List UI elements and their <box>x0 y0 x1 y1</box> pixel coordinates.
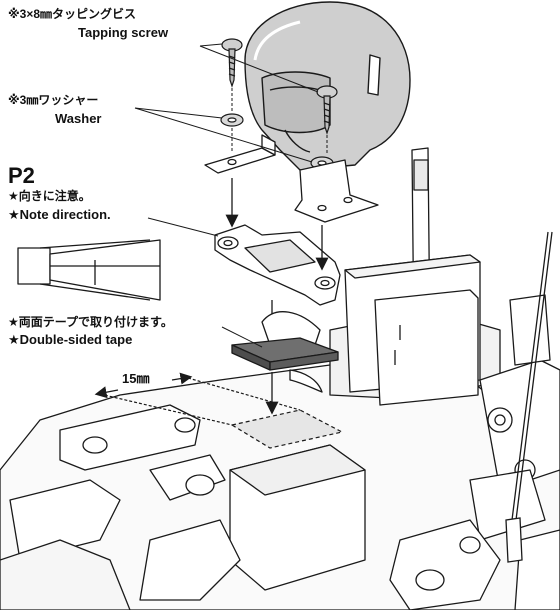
tape-label-jp: ★両面テープで取り付けます。 <box>8 315 173 329</box>
dimension-label: 15㎜ <box>122 371 150 386</box>
tape-mount-area <box>230 409 344 449</box>
leader-lines <box>134 43 319 348</box>
direction-inset-diagram <box>17 239 161 301</box>
dimension-15mm <box>94 372 301 426</box>
washer-label-en: Washer <box>55 111 102 126</box>
screw-axis-lines <box>231 88 328 155</box>
p2-mount-plate <box>214 224 341 306</box>
helmet-bracket-right <box>294 159 379 223</box>
note-direction-label-en: ★Note direction. <box>8 207 111 222</box>
chassis-body <box>0 147 560 611</box>
tapping-screw-label-jp: ※3×8㎜タッピングビス <box>8 7 137 21</box>
antenna-wire <box>505 231 553 563</box>
washer-label-jp: ※3㎜ワッシャー <box>8 93 99 107</box>
part-id-label: P2 <box>8 163 35 188</box>
double-sided-tape <box>231 311 339 393</box>
tape-label-en: ★Double-sided tape <box>8 332 133 347</box>
washer-left <box>220 113 244 127</box>
note-direction-label-jp: ★向きに注意。 <box>8 189 91 203</box>
tapping-screw-left <box>221 38 243 88</box>
tapping-screw-label-en: Tapping screw <box>78 25 169 40</box>
helmet-bracket-left <box>204 134 276 174</box>
